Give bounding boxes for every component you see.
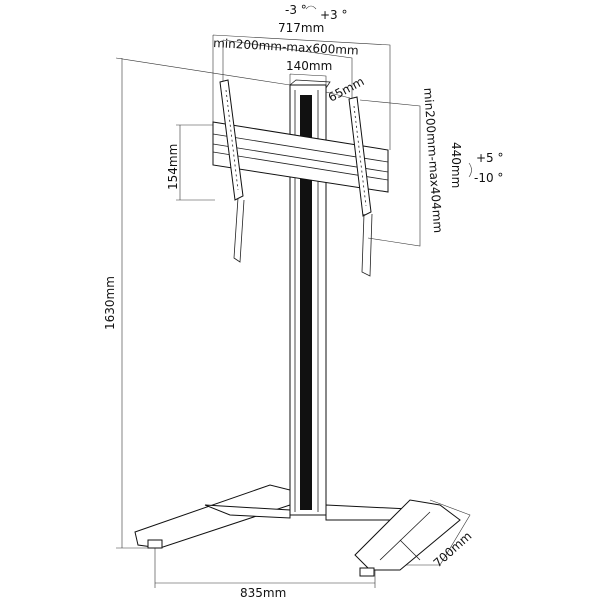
label-total-height: 1630mm — [103, 276, 117, 330]
base — [134, 484, 461, 577]
right-bracket — [348, 96, 373, 277]
label-tilt-side-pos: +3 ° — [320, 8, 348, 22]
label-base-width: 835mm — [240, 586, 286, 600]
left-bracket — [219, 79, 245, 263]
right-caster — [359, 567, 375, 577]
left-caster — [147, 539, 163, 549]
label-column-width: 140mm — [286, 59, 332, 73]
label-tilt-pos: +5 ° — [476, 151, 504, 165]
right-safety-strap — [361, 213, 373, 277]
label-vertical-vesa: min200mm-max404mm — [421, 87, 445, 233]
label-tilt-neg: -10 ° — [474, 171, 503, 185]
label-tilt-side-neg: -3 ° — [285, 3, 307, 17]
column-channel — [300, 95, 312, 510]
label-bracket-width: 717mm — [278, 21, 324, 35]
label-crossbar-height: 154mm — [166, 144, 180, 190]
label-horizontal-vesa: min200mm-max600mm — [213, 36, 359, 58]
left-safety-strap — [233, 197, 245, 263]
label-bracket-height: 440mm — [449, 142, 463, 188]
